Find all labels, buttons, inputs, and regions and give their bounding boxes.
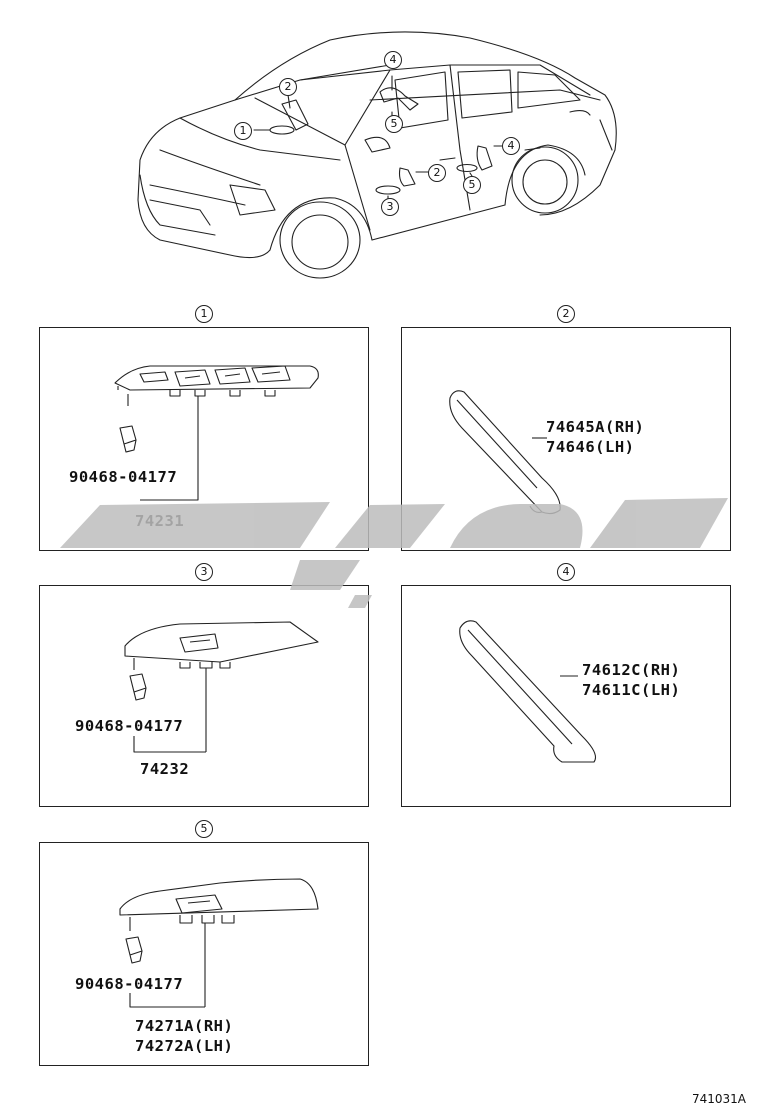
panel-4-callout: 4 — [557, 563, 575, 581]
panel-3-clip-part-number: 90468-04177 — [75, 717, 184, 735]
car-callout-3: 3 — [381, 198, 399, 216]
panel-1-main-part-number: 74231 — [135, 512, 185, 530]
car-callout-2b: 2 — [428, 164, 446, 182]
panel-5: 90468-04177 74271A(RH) 74272A(LH) — [39, 842, 369, 1066]
panel-5-lh-part-number: 74272A(LH) — [135, 1037, 234, 1055]
panel-2-lh-part-number: 74646(LH) — [546, 438, 635, 456]
car-overview-drawing — [137, 31, 617, 279]
car-callout-5: 5 — [385, 115, 403, 133]
panel-5-clip-part-number: 90468-04177 — [75, 975, 184, 993]
car-callout-4b: 4 — [502, 137, 520, 155]
car-callout-5b: 5 — [463, 176, 481, 194]
panel-4: 74612C(RH) 74611C(LH) — [401, 585, 731, 807]
panel-3: 90468-04177 74232 — [39, 585, 369, 807]
car-callout-1: 1 — [234, 122, 252, 140]
car-callout-2: 2 — [279, 78, 297, 96]
switch-bezel-rear-drawing — [119, 878, 319, 1008]
panel-5-callout: 5 — [195, 820, 213, 838]
diagram-code: 741031A — [691, 1092, 746, 1106]
panel-5-rh-part-number: 74271A(RH) — [135, 1017, 234, 1035]
panel-1-callout: 1 — [195, 305, 213, 323]
panel-3-main-part-number: 74232 — [140, 760, 190, 778]
panel-1: 90468-04177 74231 — [39, 327, 369, 551]
panel-4-lh-part-number: 74611C(LH) — [582, 681, 681, 699]
assist-grip-lh-drawing — [459, 620, 597, 763]
panel-3-callout: 3 — [195, 563, 213, 581]
panel-1-clip-part-number: 90468-04177 — [69, 468, 178, 486]
panel-2: 74645A(RH) 74646(LH) — [401, 327, 731, 551]
switch-bezel-drawing — [124, 621, 319, 753]
panel-4-rh-part-number: 74612C(RH) — [582, 661, 681, 679]
car-callout-4: 4 — [384, 51, 402, 69]
switch-panel-drawing — [114, 365, 319, 501]
panel-2-callout: 2 — [557, 305, 575, 323]
panel-2-rh-part-number: 74645A(RH) — [546, 418, 645, 436]
